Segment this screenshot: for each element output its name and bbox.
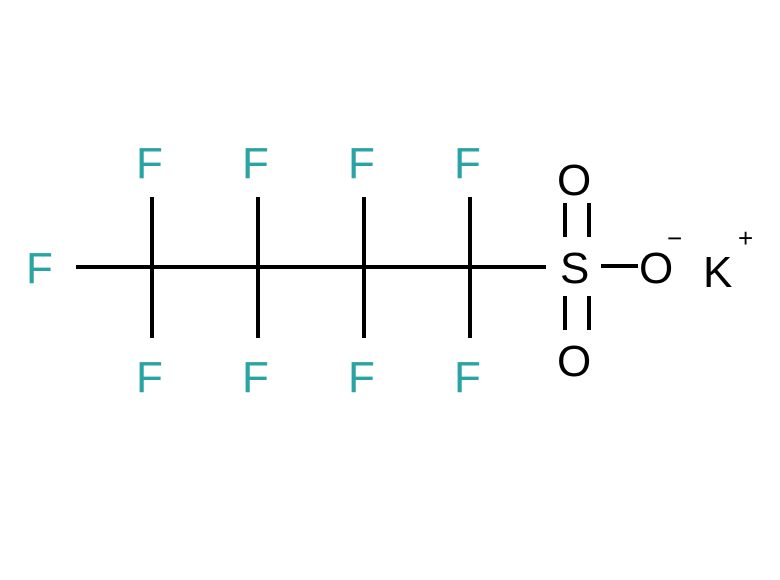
atom-f-top-2: F — [242, 139, 269, 188]
atom-o-anion: O — [639, 244, 673, 293]
atom-f-top-1: F — [136, 139, 163, 188]
o-negative-charge: − — [667, 223, 682, 253]
atom-f-bottom-4: F — [454, 353, 481, 402]
atom-f-terminal: F — [26, 244, 53, 293]
atom-f-bottom-1: F — [136, 353, 163, 402]
atom-s: S — [560, 244, 589, 293]
atom-o-top: O — [557, 156, 591, 205]
atom-f-top-3: F — [348, 139, 375, 188]
atom-f-top-4: F — [454, 139, 481, 188]
k-positive-charge: + — [738, 223, 753, 253]
atom-o-bottom: O — [557, 337, 591, 386]
atom-f-bottom-2: F — [242, 353, 269, 402]
atom-f-bottom-3: F — [348, 353, 375, 402]
atom-k: K — [703, 248, 732, 297]
